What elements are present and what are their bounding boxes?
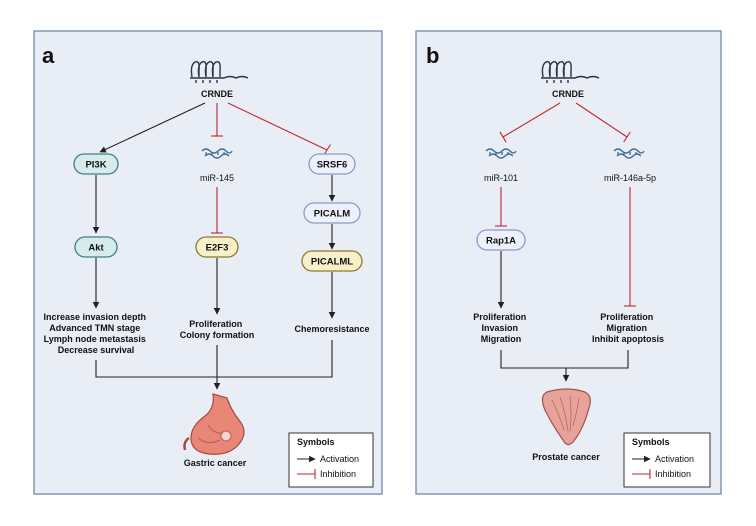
legend-box-a bbox=[288, 432, 374, 488]
mirna-icon-145 bbox=[201, 148, 233, 159]
converge-line-a bbox=[95, 340, 333, 378]
node-rap1a bbox=[476, 229, 526, 251]
outcome-left-a: Increase invasion depth Advanced TMN sta… bbox=[43, 312, 148, 355]
edge-crnde-mir146 bbox=[575, 102, 628, 138]
gastric-cancer-label: Gastric cancer bbox=[184, 458, 247, 468]
legend-activation-label-b: Activation bbox=[655, 454, 694, 464]
edge-crnde-mir101 bbox=[502, 102, 561, 138]
edge-crnde-srsf6 bbox=[227, 102, 328, 151]
mirna-icon-146a bbox=[613, 148, 645, 159]
node-pi3k bbox=[73, 153, 119, 175]
node-akt bbox=[74, 236, 118, 258]
outcome-left-b: Proliferation Invasion Migration bbox=[473, 312, 529, 344]
stomach-icon bbox=[183, 393, 245, 455]
legend-activation-label-a: Activation bbox=[320, 454, 359, 464]
panel-a-letter: a bbox=[42, 43, 55, 68]
node-srsf6-label: SRSF6 bbox=[317, 160, 348, 171]
legend-inhibition-label-a: Inhibition bbox=[320, 469, 356, 479]
lncrna-icon-a bbox=[190, 60, 249, 83]
node-srsf6 bbox=[308, 153, 356, 175]
node-picalml-label: PICALML bbox=[311, 257, 353, 268]
mir145-label: miR-145 bbox=[200, 173, 234, 183]
legend-title-a: Symbols bbox=[297, 437, 335, 447]
mir101-label: miR-101 bbox=[484, 173, 518, 183]
crnde-label-b: CRNDE bbox=[552, 89, 584, 99]
crnde-label-a: CRNDE bbox=[201, 89, 233, 99]
legend-box-b bbox=[623, 432, 711, 488]
node-pi3k-label: PI3K bbox=[85, 160, 106, 171]
panel-b-letter: b bbox=[426, 43, 439, 68]
node-e2f3 bbox=[195, 236, 239, 258]
node-rap1a-label: Rap1A bbox=[486, 236, 516, 247]
prostate-cancer-label: Prostate cancer bbox=[532, 452, 600, 462]
lncrna-icon-b bbox=[541, 60, 600, 83]
mir146-label: miR-146a-5p bbox=[604, 173, 656, 183]
prostate-icon bbox=[541, 388, 591, 446]
outcome-middle-a: Proliferation Colony formation bbox=[180, 319, 255, 340]
legend-title-b: Symbols bbox=[632, 437, 670, 447]
converge-line-b bbox=[500, 350, 629, 369]
outcome-right-b: Proliferation Migration Inhibit apoptosi… bbox=[592, 312, 664, 344]
edge-crnde-pi3k bbox=[99, 102, 206, 153]
mirna-icon-101 bbox=[485, 148, 517, 159]
legend-inhibition-label-b: Inhibition bbox=[655, 469, 691, 479]
node-akt-label: Akt bbox=[88, 243, 104, 254]
node-e2f3-label: E2F3 bbox=[206, 243, 229, 254]
outcome-right-a: Chemoresistance bbox=[294, 324, 369, 334]
node-picalml bbox=[301, 250, 363, 272]
node-picalm bbox=[303, 202, 361, 224]
node-picalm-label: PICALM bbox=[314, 209, 351, 220]
